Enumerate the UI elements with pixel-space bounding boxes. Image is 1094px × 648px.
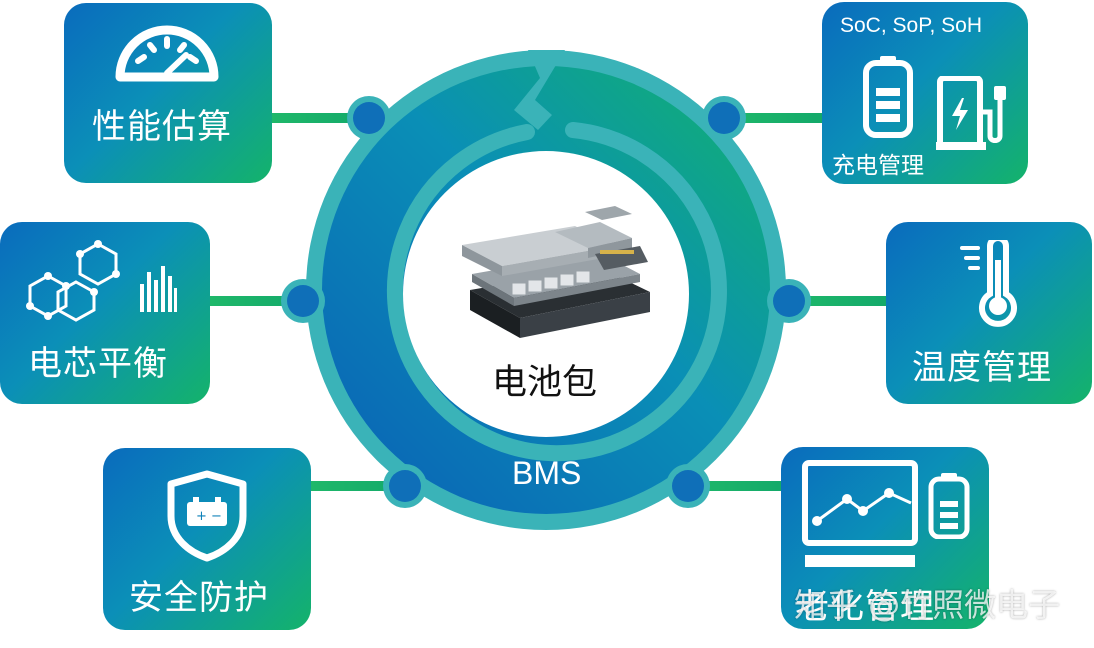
- module-label: 充电管理: [832, 153, 924, 179]
- shield-battery-icon: + −: [167, 470, 247, 562]
- module-label: 性能估算: [92, 107, 232, 147]
- gauge-icon: [115, 25, 219, 82]
- battery-icon: [928, 473, 970, 539]
- module-cell-balancing[interactable]: 电芯平衡: [0, 222, 210, 404]
- connector-cell-balancing: [210, 296, 306, 306]
- watermark: 知乎 @竹照微电子: [794, 586, 1061, 624]
- charging-subtitle: SoC, SoP, SoH: [840, 14, 983, 37]
- ring-notch: [514, 50, 565, 130]
- ring-nodes: [281, 96, 811, 508]
- module-aging-management[interactable]: 老化管理: [781, 447, 989, 629]
- module-safety-protection[interactable]: + − 安全防护: [103, 448, 311, 630]
- module-state-estimation[interactable]: 性能估算: [64, 3, 272, 183]
- module-label: 电芯平衡: [28, 344, 168, 384]
- module-thermal-management[interactable]: 温度管理: [886, 222, 1092, 404]
- battery-icon: [863, 56, 913, 138]
- connector-charging: [725, 113, 823, 123]
- battery-pack-label: 电池包: [492, 363, 598, 403]
- inner-ring: [386, 122, 727, 462]
- module-label: 老化管理: [795, 587, 935, 627]
- svg-text:−: −: [211, 509, 222, 524]
- module-label: 温度管理: [912, 348, 1052, 388]
- connector-state-estimation: [270, 113, 370, 123]
- svg-text:+: +: [196, 509, 207, 524]
- charging-station-icon: [936, 76, 1006, 150]
- connector-aging: [690, 481, 786, 491]
- monitor-chart-icon: [802, 460, 918, 567]
- connector-thermal: [790, 296, 890, 306]
- bar-chart-icon: [140, 266, 177, 312]
- connector-safety: [310, 481, 406, 491]
- thermometer-icon: [960, 240, 1017, 327]
- battery-pack-image: [462, 206, 650, 338]
- bms-label: BMS: [512, 455, 582, 491]
- connector-lines: [210, 113, 890, 491]
- hexagon-network-icon: [26, 240, 120, 322]
- module-charging-management[interactable]: SoC, SoP, SoH 充电管理: [822, 2, 1028, 184]
- module-label: 安全防护: [129, 578, 269, 618]
